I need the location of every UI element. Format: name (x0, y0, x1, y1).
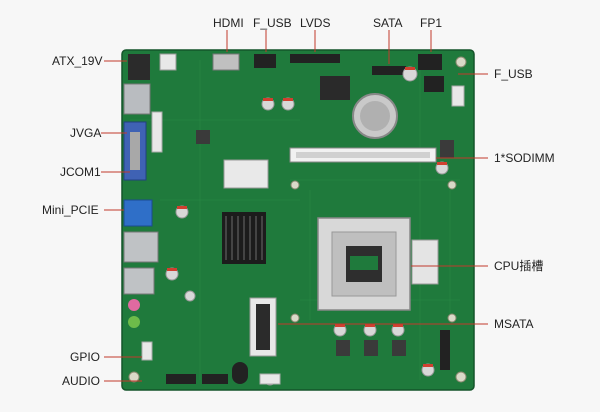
label-f-usb-right: F_USB (494, 67, 533, 81)
label-gpio: GPIO (70, 350, 101, 364)
lvds-connector (290, 54, 340, 63)
label-f-usb-top: F_USB (253, 16, 292, 30)
callout-lines (101, 30, 488, 382)
label-fp1: FP1 (420, 16, 443, 30)
label-lvds: LVDS (300, 16, 331, 30)
label-jvga: JVGA (70, 126, 102, 140)
buzzer (232, 362, 248, 384)
dc-connector (159, 53, 177, 71)
label-atx-19v: ATX_19V (52, 54, 103, 68)
audio-header (166, 374, 196, 384)
small-header-bottom (259, 373, 281, 385)
label-mini-pcie: Mini_PCIE (42, 203, 99, 217)
audio-jack-pink (128, 299, 140, 311)
pin-header-right (440, 330, 450, 370)
label-hdmi: HDMI (213, 16, 244, 30)
f-usb-header-right (424, 76, 444, 92)
label-jcom1: JCOM1 (60, 165, 101, 179)
lan-port (123, 231, 159, 263)
small-white-connector (451, 85, 465, 107)
vga-header (151, 111, 163, 153)
audio-jack-green (128, 316, 140, 328)
fp1-header (418, 54, 442, 70)
power-jack (128, 54, 150, 80)
label-sata: SATA (373, 16, 403, 30)
hdmi-port (212, 53, 240, 71)
label-cpu-socket: CPU插槽 (494, 259, 544, 273)
label-audio: AUDIO (62, 374, 101, 388)
label-msata: MSATA (494, 317, 534, 331)
com-header (202, 374, 228, 384)
f-usb-header-top (254, 54, 276, 68)
mini-pcie-slot (223, 159, 269, 189)
sata-connector (372, 66, 406, 75)
usb-stack-top (123, 83, 151, 115)
usb-port-blue (123, 199, 153, 227)
motherboard (121, 49, 475, 391)
gpio-header (141, 341, 153, 361)
usb-stack-bottom (123, 267, 155, 295)
label-sodimm: 1*SODIMM (494, 151, 555, 165)
super-io-chip (320, 76, 350, 100)
socket-lever (411, 239, 439, 285)
